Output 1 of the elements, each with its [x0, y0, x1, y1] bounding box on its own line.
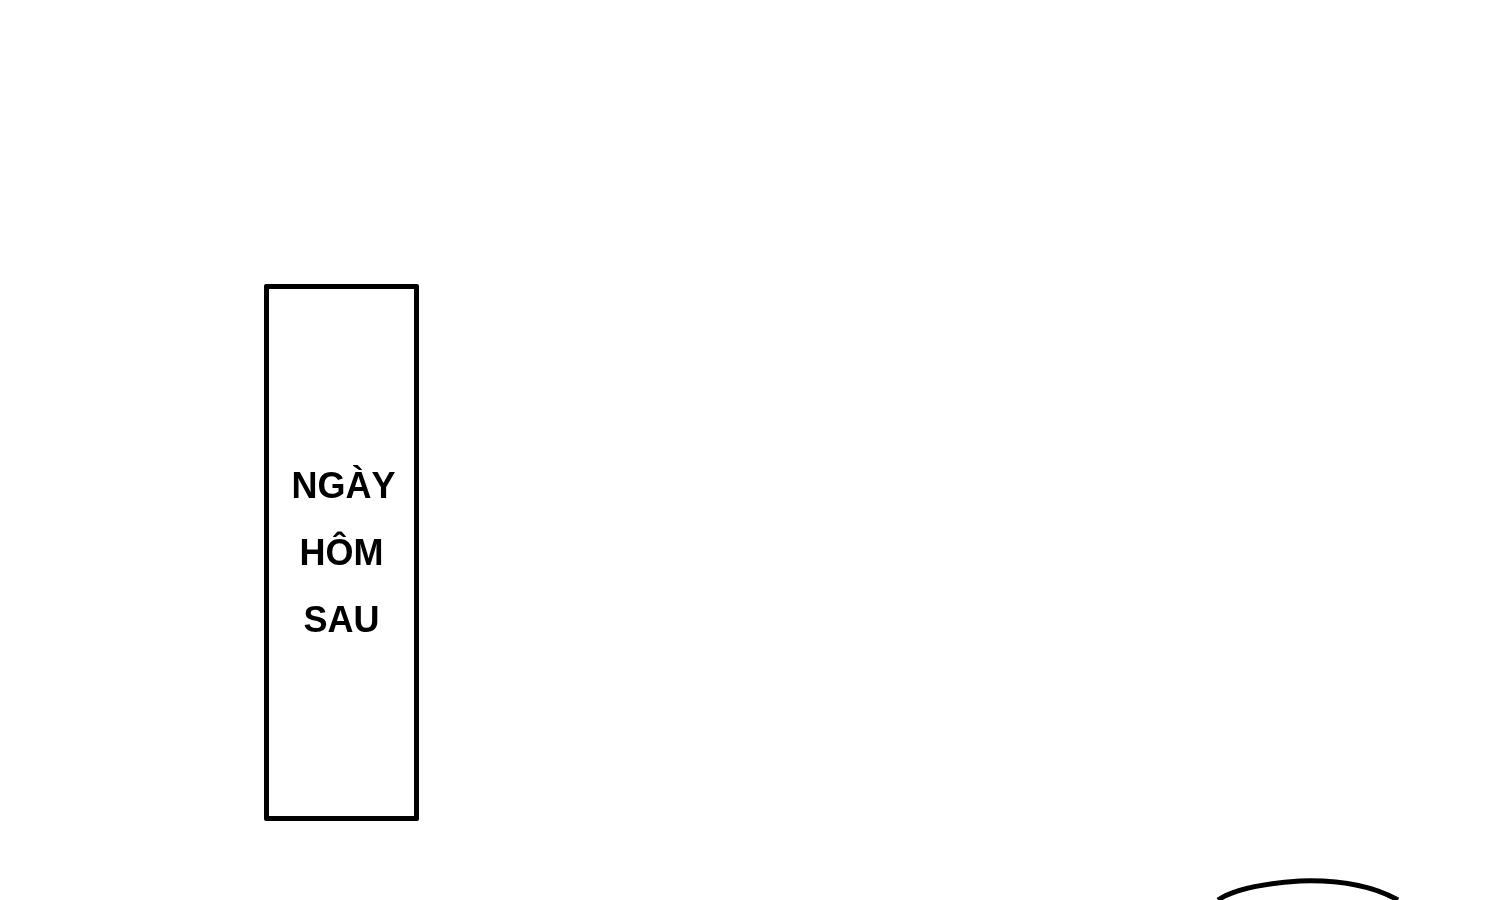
caption-box — [264, 284, 419, 821]
